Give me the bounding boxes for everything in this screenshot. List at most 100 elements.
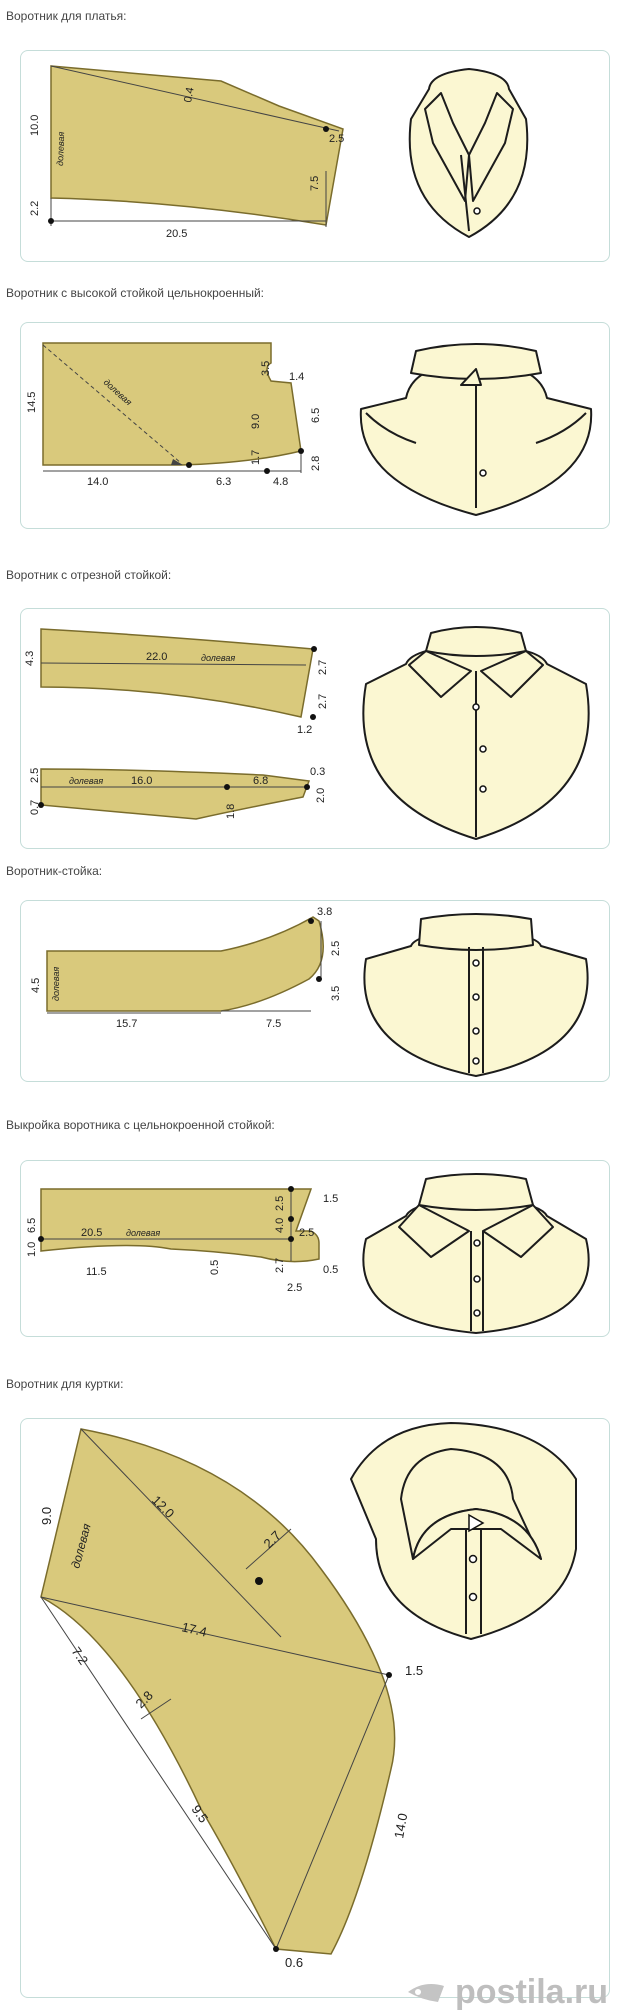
button-icon: [472, 1027, 480, 1035]
grain-label: долевая: [69, 776, 103, 786]
grain-line: [50, 65, 340, 132]
label-20-5: 20.5: [166, 228, 187, 240]
button-icon: [472, 993, 480, 1001]
collar-fall: [40, 628, 314, 718]
button-icon: [472, 703, 480, 711]
label-9: 9.0: [250, 414, 262, 429]
collar-clasp-icon: [468, 1513, 485, 1533]
label-2-5a: 2.5: [274, 1196, 286, 1211]
collar-illustration-6: [350, 1422, 577, 1640]
label-15-7: 15.7: [116, 1018, 137, 1030]
label-4-8: 4.8: [273, 476, 288, 488]
label-1-4: 1.4: [289, 371, 304, 383]
label-2-7a: 2.7: [317, 660, 329, 675]
label-4-5: 4.5: [30, 978, 42, 993]
grain-label: долевая: [126, 1228, 160, 1238]
label-10: 10.0: [29, 115, 41, 136]
label-14-5: 14.5: [26, 392, 38, 413]
label-4-3: 4.3: [24, 651, 36, 666]
label-1-8: 1.8: [225, 804, 237, 819]
label-0-5a: 0.5: [209, 1260, 221, 1275]
point-marker: [48, 218, 54, 224]
pattern-1: 10.0 2.2 0.4 2.5 7.5 20.5 долевая: [29, 65, 344, 240]
label-2-7: 2.7: [274, 1258, 286, 1273]
label-0-7: 0.7: [29, 800, 41, 815]
label-1-5: 1.5: [405, 1663, 423, 1678]
label-7-5: 7.5: [266, 1018, 281, 1030]
panel-5: 6.5 1.0 20.5 2.5 4.0 1.5 2.5 2.7 0.5 0.5…: [20, 1160, 610, 1337]
label-1: 1.0: [26, 1242, 38, 1257]
label-6-8: 6.8: [253, 775, 268, 787]
panel-4: 4.5 3.8 2.5 3.5 15.7 7.5 долевая: [20, 900, 610, 1082]
section-3-title: Воротник с отрезной стойкой:: [6, 568, 172, 582]
pattern-4: 4.5 3.8 2.5 3.5 15.7 7.5 долевая: [30, 906, 342, 1030]
label-2-5: 2.5: [330, 941, 342, 956]
label-0-6: 0.6: [285, 1955, 303, 1970]
label-16: 16.0: [131, 775, 152, 787]
label-2-7b: 2.7: [317, 694, 329, 709]
label-3-8: 3.8: [317, 906, 332, 918]
section-2-title: Воротник с высокой стойкой цельнокроенны…: [6, 286, 264, 300]
collar-piece-5: [40, 1188, 320, 1263]
label-2: 2.0: [315, 788, 327, 803]
label-14: 14.0: [87, 476, 108, 488]
pattern-3: 4.3 22.0 2.7 2.7 1.2 0.3 2.5 16.0 6.8 2.…: [24, 628, 329, 820]
grain-label: долевая: [55, 131, 66, 166]
label-6-5: 6.5: [26, 1218, 38, 1233]
collar-illustration-1: [408, 68, 529, 238]
button-icon: [479, 469, 487, 477]
panel-6: 9.0 12.0 2.7 17.4 1.5 7.2 2.8 9.5 14.0 0…: [20, 1418, 610, 1998]
label-6-5: 6.5: [310, 408, 322, 423]
collar-illustration-5: [362, 1173, 590, 1334]
label-2-2: 2.2: [29, 201, 41, 216]
label-2-5b: 2.5: [299, 1227, 314, 1239]
button-icon: [468, 1554, 478, 1564]
label-17-4: 17.4: [180, 1619, 208, 1639]
section-1-title: Воротник для платья:: [6, 9, 127, 23]
button-icon: [472, 1057, 480, 1065]
section-5-title: Выкройка воротника с цельнокроенной стой…: [6, 1118, 275, 1132]
label-22: 22.0: [146, 651, 167, 663]
label-0-4: 0.4: [182, 86, 196, 103]
pattern-2: 14.5 3.5 1.4 9.0 6.5 1.7 2.8 14.0 6.3 4.…: [26, 342, 322, 488]
collar-illustration-4: [363, 913, 589, 1077]
postila-logo-icon: [408, 1984, 444, 2002]
button-icon: [473, 1309, 481, 1317]
label-1-2: 1.2: [297, 724, 312, 736]
watermark: postila.ru: [455, 1973, 609, 2011]
button-icon: [472, 959, 480, 967]
label-2-8: 2.8: [310, 456, 322, 471]
label-0-3: 0.3: [310, 766, 325, 778]
panel-3: 4.3 22.0 2.7 2.7 1.2 0.3 2.5 16.0 6.8 2.…: [20, 608, 610, 849]
collar-illustration-3: [362, 626, 590, 840]
label-4: 4.0: [274, 1218, 286, 1233]
pattern-5: 6.5 1.0 20.5 2.5 4.0 1.5 2.5 2.7 0.5 0.5…: [26, 1186, 338, 1294]
point-marker: [323, 126, 329, 132]
button-icon: [479, 785, 487, 793]
label-1-7: 1.7: [250, 450, 262, 465]
label-14: 14.0: [391, 1812, 410, 1840]
label-1-5: 1.5: [323, 1193, 338, 1205]
label-7-5: 7.5: [309, 176, 321, 191]
label-20-5: 20.5: [81, 1227, 102, 1239]
button-icon: [468, 1592, 478, 1602]
collar-stand: [40, 768, 311, 820]
collar-illustration-2: [359, 343, 593, 516]
collar-piece-4: [46, 916, 324, 1012]
label-0-5b: 0.5: [323, 1264, 338, 1276]
label-2-5: 2.5: [329, 133, 344, 145]
button-icon: [473, 1275, 481, 1283]
button-icon: [473, 1239, 481, 1247]
pattern-6: 9.0 12.0 2.7 17.4 1.5 7.2 2.8 9.5 14.0 0…: [39, 1428, 423, 1970]
label-2-5: 2.5: [29, 768, 41, 783]
panel-2: 14.5 3.5 1.4 9.0 6.5 1.7 2.8 14.0 6.3 4.…: [20, 322, 610, 529]
collar-piece-6: [40, 1428, 396, 1955]
section-6-title: Воротник для куртки:: [6, 1377, 124, 1391]
button-icon: [473, 207, 481, 215]
label-11-5: 11.5: [86, 1266, 107, 1278]
grain-label: долевая: [201, 653, 235, 663]
label-6-3: 6.3: [216, 476, 231, 488]
label-9: 9.0: [39, 1507, 54, 1525]
label-3-5: 3.5: [260, 361, 272, 376]
section-4-title: Воротник-стойка:: [6, 864, 103, 878]
